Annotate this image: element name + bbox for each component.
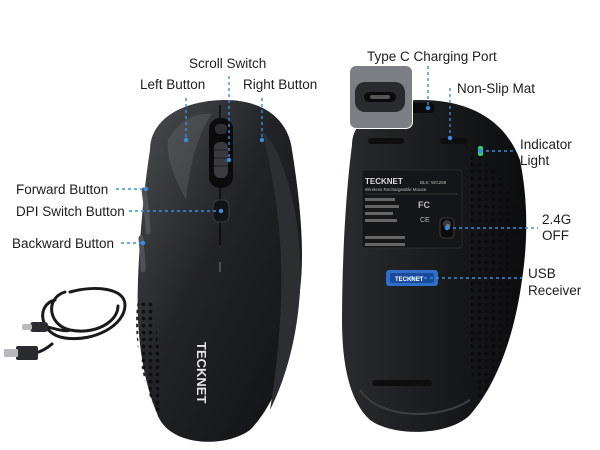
label-forward-button: Forward Button — [16, 182, 109, 197]
mouse-top-view — [136, 100, 303, 442]
label-indicator-light-2: Light — [520, 153, 550, 168]
type-c-port-inset — [349, 65, 413, 129]
receiver-brand: TECKNET — [395, 277, 424, 283]
usb-c-connector — [30, 322, 48, 332]
brand-logo-top: TECKNET — [194, 342, 209, 403]
mouse-bottom-view: FC CE — [342, 100, 527, 432]
callout-lines — [116, 66, 538, 279]
label-indicator-light-1: Indicator — [520, 137, 572, 152]
svg-text:CE: CE — [420, 217, 430, 224]
callout-dots — [140, 105, 483, 281]
label-usb-receiver-2: Receiver — [528, 283, 582, 298]
label-left-button: Left Button — [140, 77, 206, 92]
product-subtitle: Wireless Rechargeable Mouse — [365, 187, 427, 192]
label-right-button: Right Button — [243, 77, 318, 92]
label-power-1: 2.4G — [542, 212, 572, 227]
label-dpi-switch-button: DPI Switch Button — [16, 204, 125, 219]
label-type-c-port: Type C Charging Port — [367, 49, 497, 64]
label-scroll-switch: Scroll Switch — [189, 56, 267, 71]
label-usb-receiver-1: USB — [528, 266, 556, 281]
label-power-2: OFF — [542, 228, 569, 243]
label-non-slip-mat: Non-Slip Mat — [457, 81, 536, 96]
usb-a-connector — [16, 346, 38, 360]
svg-text:FC: FC — [418, 200, 430, 210]
brand-logo-bottom: TECKNET — [365, 177, 403, 186]
usb-cable — [33, 286, 127, 355]
model-label: BLK: WG258 — [420, 180, 447, 185]
label-backward-button: Backward Button — [12, 236, 115, 251]
